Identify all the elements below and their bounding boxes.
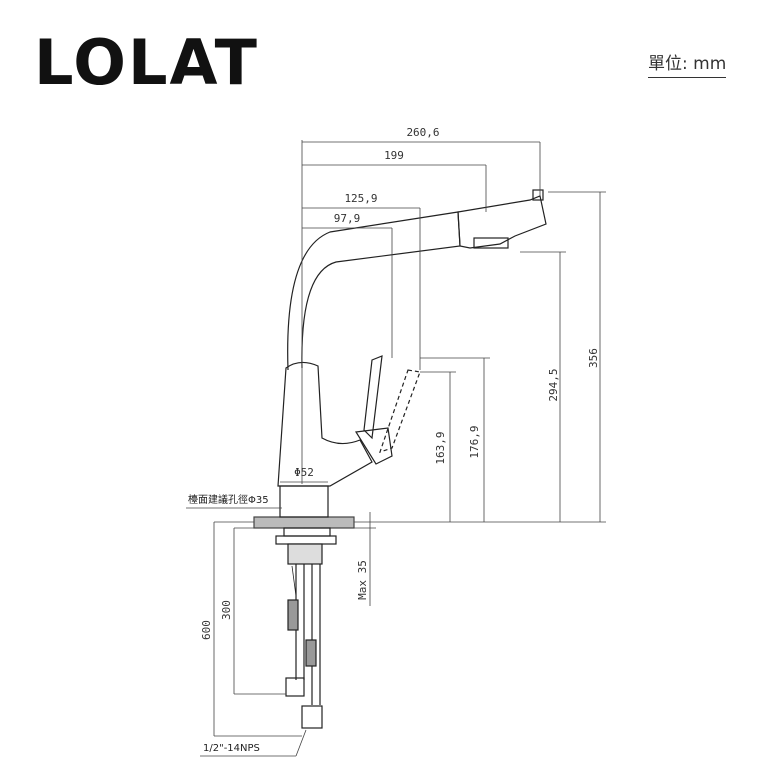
countertop [253,516,355,529]
mounting-nut [275,535,337,545]
spray-nozzle [473,237,509,249]
dim-overall-reach: 260,6 [406,126,439,139]
hose-fitting-1 [285,677,305,697]
hose-2 [311,564,321,705]
dim-handle-height-1: 176,9 [468,425,481,458]
handle [363,355,383,440]
dim-spout-reach: 199 [384,149,404,162]
faucet-base [279,485,329,518]
dim-hose-length-2: 300 [220,600,233,620]
spray-head [457,195,547,249]
spout [287,211,461,371]
handle-base [354,427,393,465]
mounting-shank [287,543,323,565]
spray-head-tip [532,189,544,201]
dim-handle-reach-2: 97,9 [334,212,361,225]
dim-handle-reach-1: 125,9 [344,192,377,205]
dim-handle-height-2: 163,9 [434,431,447,464]
unit-label: 單位: mm [648,49,727,78]
hose-grip-1 [287,599,299,631]
dim-deck-hole: 檯面建議孔徑Φ35 [188,493,269,506]
brand-logo: LOLAT [34,26,259,99]
dim-spout-height: 294,5 [547,368,560,401]
dim-max-deck-thickness: Max 35 [356,560,369,600]
dim-connection-thread: 1/2"-14NPS [203,743,260,754]
handle-alt-position [379,369,421,453]
hose-fitting-2 [301,705,323,729]
dim-base-diameter: Φ52 [294,466,314,479]
dim-hose-length-1: 600 [200,620,213,640]
hose-grip-2 [305,639,317,667]
faucet-body [277,361,373,487]
dim-total-height: 356 [587,348,600,368]
mounting-washer [283,527,331,537]
